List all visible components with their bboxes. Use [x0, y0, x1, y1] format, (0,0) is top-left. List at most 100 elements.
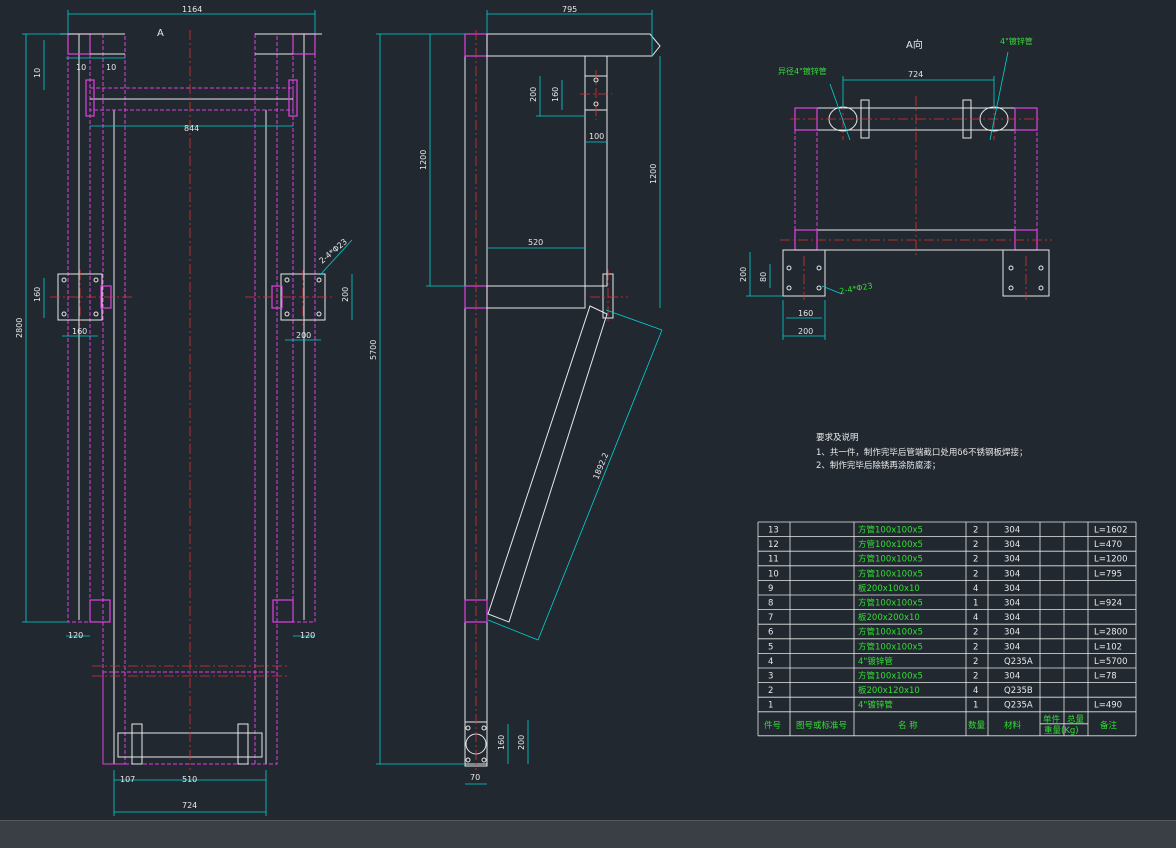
notes-title: 要求及说明 — [816, 432, 859, 443]
bom-row-name: 方管100x100x5 — [858, 627, 923, 638]
view-a: A向 — [739, 36, 1052, 340]
bom-row-remark: L=1200 — [1094, 555, 1128, 565]
bom-header-material: 材料 — [1004, 720, 1022, 731]
dim-side-base-160: 160 — [497, 735, 506, 750]
bom-row-item-no: 8 — [768, 599, 773, 609]
bom-row-qty: 2 — [973, 540, 978, 550]
bom-row-name: 4"镀锌管 — [858, 656, 893, 667]
bom-row-remark: L=102 — [1094, 642, 1122, 652]
bom-row-qty: 4 — [973, 613, 978, 623]
bom-row-remark: L=78 — [1094, 672, 1117, 682]
bom-row-material: 304 — [1004, 584, 1020, 594]
bom-header-item-no: 件号 — [764, 720, 781, 731]
bom-row-material: Q235A — [1004, 701, 1033, 711]
dim-view-a-160: 160 — [798, 309, 813, 318]
bom-row-name: 方管100x100x5 — [858, 641, 923, 652]
dim-side-base-200: 200 — [517, 735, 526, 750]
bom-row-material: 304 — [1004, 599, 1020, 609]
bom-row-item-no: 5 — [768, 642, 773, 652]
bom-row-remark: L=2800 — [1094, 628, 1128, 638]
bom-header-qty: 数量 — [968, 720, 986, 731]
view-a-marker: A — [157, 28, 164, 39]
bom-row-remark: L=795 — [1094, 569, 1122, 579]
bom-row-qty: 2 — [973, 628, 978, 638]
hole-note-front: 2-4*Φ23 — [318, 237, 349, 265]
bom-row-qty: 4 — [973, 686, 978, 696]
bom-row-material: 304 — [1004, 628, 1020, 638]
dim-side-5700: 5700 — [369, 340, 378, 360]
dim-front-200-v: 200 — [341, 287, 350, 302]
bom-row-material: 304 — [1004, 555, 1020, 565]
dim-view-a-724: 724 — [908, 70, 923, 79]
bom-row-name: 方管100x100x5 — [858, 598, 923, 609]
dim-side-200: 200 — [529, 87, 538, 102]
dim-front-200-h: 200 — [296, 331, 311, 340]
drawing-canvas: 1164 10 10 10 844 160 160 200 200 2800 1… — [15, 5, 1137, 816]
bom-row-name: 4"镀锌管 — [858, 700, 893, 711]
bom-row-material: 304 — [1004, 672, 1020, 682]
bom-row-material: Q235A — [1004, 657, 1033, 667]
bom-row-name: 板200x100x10 — [858, 583, 920, 594]
bom-row-remark: L=5700 — [1094, 657, 1128, 667]
dim-front-10c: 10 — [106, 63, 116, 72]
bom-row-name: 板200x200x10 — [858, 612, 920, 623]
bom-row-item-no: 3 — [768, 672, 773, 682]
dim-front-844: 844 — [184, 124, 199, 133]
bom-row-name: 方管100x100x5 — [858, 671, 923, 682]
bom-row-qty: 2 — [973, 555, 978, 565]
dim-view-a-80: 80 — [759, 272, 768, 282]
bom-row-item-no: 10 — [768, 569, 779, 579]
dim-front-120-right: 120 — [300, 631, 315, 640]
bom-row-qty: 1 — [973, 599, 978, 609]
dim-side-795: 795 — [562, 5, 577, 14]
bom-row-name: 方管100x100x5 — [858, 525, 923, 536]
bom-row-item-no: 11 — [768, 555, 779, 565]
bom-header-unit-weight: 单件 — [1043, 714, 1061, 725]
bom-row-item-no: 1 — [768, 701, 773, 711]
bom-header-drawing-no: 图号或标准号 — [796, 720, 847, 731]
bom-row-item-no: 9 — [768, 584, 773, 594]
bom-row-qty: 2 — [973, 642, 978, 652]
bom-row-material: 304 — [1004, 569, 1020, 579]
notes-block: 要求及说明 1、共一件，制作完毕后管端截口处用δ6不锈钢板焊接； 2、制作完毕后… — [816, 432, 1028, 471]
dim-front-10b: 10 — [76, 63, 86, 72]
dim-view-a-200: 200 — [739, 267, 748, 282]
bom-row-item-no: 6 — [768, 628, 773, 638]
dim-side-520: 520 — [528, 238, 543, 247]
bom-row-name: 方管100x100x5 — [858, 568, 923, 579]
bom-header-weight-kg: 重量(Kg) — [1044, 725, 1079, 736]
bom-row-name: 方管100x100x5 — [858, 539, 923, 550]
bom-table: 1 3 方管100x100x5 2 304 L=1602 1 2 方管100x100x5 2 304… — [757, 521, 1137, 737]
front-view: 1164 10 10 10 844 160 160 200 200 2800 1… — [15, 5, 353, 816]
bom-row-material: 304 — [1004, 642, 1020, 652]
dim-front-510: 510 — [182, 775, 197, 784]
dim-side-1200-left: 1200 — [419, 150, 428, 170]
bom-row-item-no: 7 — [768, 613, 773, 623]
dim-front-160-h: 160 — [72, 327, 87, 336]
bom-row-remark: L=470 — [1094, 540, 1122, 550]
dim-side-160: 160 — [551, 87, 560, 102]
bom-row-name: 板200x120x10 — [858, 685, 920, 696]
dim-front-724: 724 — [182, 801, 197, 810]
dim-side-1200-right: 1200 — [649, 164, 658, 184]
cad-viewport[interactable]: 1164 10 10 10 844 160 160 200 200 2800 1… — [0, 0, 1176, 820]
pipe-note-right: 4"镀锌管 — [1000, 36, 1033, 46]
dim-front-10a: 10 — [33, 68, 42, 78]
bom-row-material: 304 — [1004, 526, 1020, 536]
dim-front-1164: 1164 — [182, 5, 202, 14]
bom-row-remark: L=1602 — [1094, 526, 1128, 536]
bom-row-remark: L=924 — [1094, 599, 1122, 609]
dim-front-107: 107 — [120, 775, 135, 784]
bom-row-name: 方管100x100x5 — [858, 554, 923, 565]
dim-side-100: 100 — [589, 132, 604, 141]
bom-row-qty: 2 — [973, 569, 978, 579]
bom-row-item-no: 4 — [768, 657, 773, 667]
notes-line-2: 2、制作完毕后除锈再涂防腐漆； — [816, 460, 940, 471]
dim-view-a-200-h: 200 — [798, 327, 813, 336]
bom-header-name: 名 称 — [898, 720, 918, 731]
bom-row-item-no: 2 — [768, 686, 773, 696]
bom-row-material: Q235B — [1004, 686, 1033, 696]
bom-row-qty: 4 — [973, 584, 978, 594]
bom-header-total-weight: 总量 — [1067, 714, 1085, 725]
bom-row-material: 304 — [1004, 613, 1020, 623]
